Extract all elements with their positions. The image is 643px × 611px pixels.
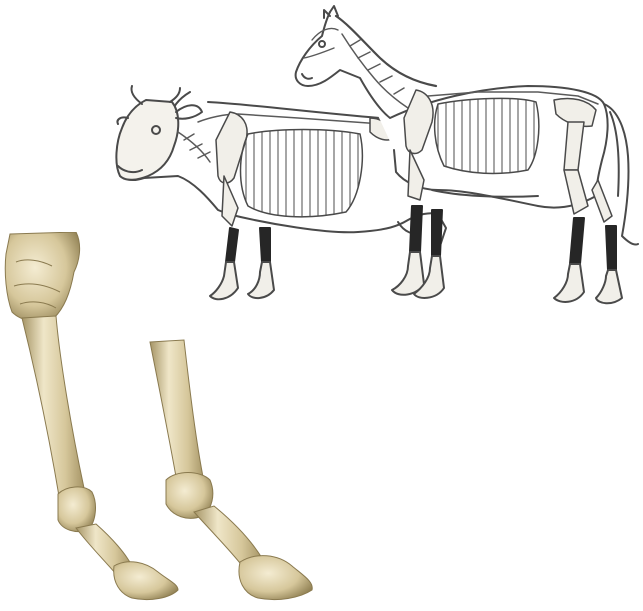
right-hoof-bone xyxy=(239,556,312,600)
horse-hind-leg-2-upper xyxy=(592,180,612,222)
bone-leg-photo xyxy=(0,232,320,611)
horse-mane xyxy=(336,16,436,86)
horse-ribcage xyxy=(435,98,539,173)
horse-ear xyxy=(330,6,338,16)
cow-neck-vertebrae xyxy=(178,132,210,162)
horse-tail xyxy=(604,104,638,245)
cow-front-leg-upper xyxy=(222,176,238,226)
right-cannon-bone xyxy=(150,340,204,488)
left-hoof-bone xyxy=(114,562,178,600)
horse-hind-leg-cannon xyxy=(570,218,584,264)
horse-hind-hoof xyxy=(554,264,584,302)
left-leg-bones xyxy=(5,232,178,600)
horse-hind-leg-2-cannon xyxy=(606,226,616,270)
cow-left-horn xyxy=(131,86,142,104)
cow-ear xyxy=(176,105,202,119)
left-cannon-bone xyxy=(22,316,84,502)
right-leg-bones xyxy=(150,340,312,600)
horse-front-leg-cannon xyxy=(410,206,422,252)
cow-ribcage xyxy=(241,130,363,217)
horse-hind-hoof-2 xyxy=(596,270,622,303)
horse-front-leg-2-cannon xyxy=(432,210,442,256)
carpal-joint xyxy=(5,232,79,321)
bone-specimen-photo xyxy=(0,232,320,611)
cow-head xyxy=(116,100,178,180)
